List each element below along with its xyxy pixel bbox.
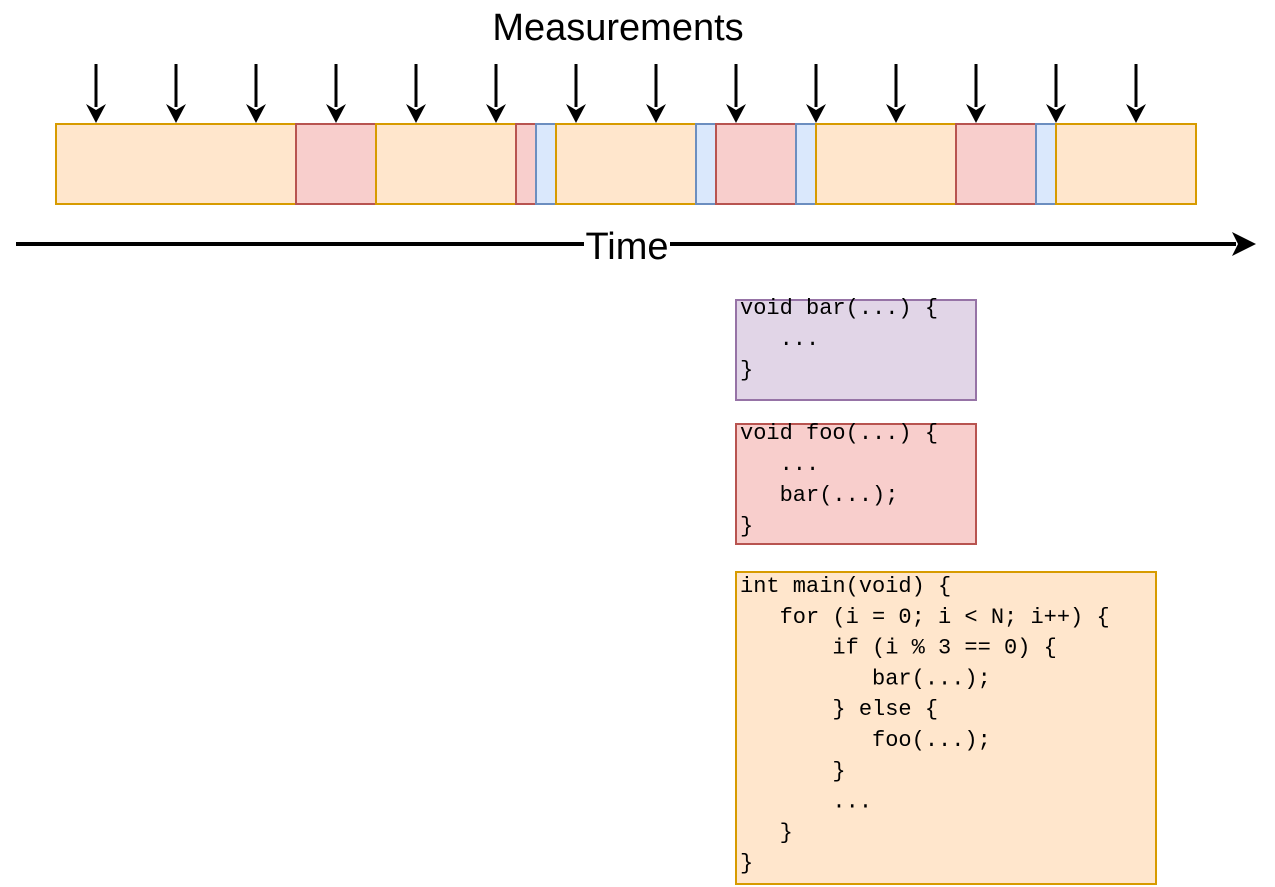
code-line: void foo(...) { xyxy=(740,421,938,446)
code-line: void bar(...) { xyxy=(740,296,938,321)
timeline-segment-bar xyxy=(1035,123,1057,205)
timeline-segment-foo xyxy=(715,123,797,205)
measurement-arrow xyxy=(406,64,426,123)
code-line: bar(...); xyxy=(740,483,898,508)
measurements-title: Measurements xyxy=(492,7,743,49)
code-block-foo: void foo(...) { ... bar(...);} xyxy=(735,421,977,545)
measurement-arrow xyxy=(566,64,586,123)
code-line: } xyxy=(740,358,753,383)
timeline-segment-foo xyxy=(295,123,377,205)
timeline-segment-bar xyxy=(535,123,557,205)
code-block-bar-box xyxy=(735,299,977,401)
measurement-arrowhead xyxy=(726,104,746,123)
measurement-arrowhead xyxy=(1046,104,1066,123)
timeline-segment-main xyxy=(375,123,517,205)
measurement-arrow xyxy=(326,64,346,123)
measurement-arrow xyxy=(886,64,906,123)
code-line: for (i = 0; i < N; i++) { xyxy=(740,605,1110,630)
code-block-main: int main(void) { for (i = 0; i < N; i++)… xyxy=(735,571,1157,885)
code-line: ... xyxy=(740,327,819,352)
measurement-arrowhead xyxy=(886,104,906,123)
measurement-arrowhead xyxy=(246,104,266,123)
timeline-segment-main xyxy=(815,123,957,205)
code-line: bar(...); xyxy=(740,666,991,691)
measurement-arrowhead xyxy=(486,104,506,123)
measurement-arrow xyxy=(1126,64,1146,123)
code-line: if (i % 3 == 0) { xyxy=(740,636,1057,661)
measurement-arrow xyxy=(166,64,186,123)
measurement-arrowhead xyxy=(1126,104,1146,123)
execution-timeline xyxy=(55,123,1197,205)
measurement-arrowhead xyxy=(566,104,586,123)
measurement-arrow xyxy=(486,64,506,123)
timeline-segment-main xyxy=(555,123,697,205)
measurement-arrowhead xyxy=(86,104,106,123)
timeline-segment-main xyxy=(55,123,297,205)
measurement-arrows xyxy=(86,64,1146,123)
timeline-segment-bar xyxy=(795,123,817,205)
measurement-arrowhead xyxy=(966,104,986,123)
measurement-arrow xyxy=(646,64,666,123)
time-axis-arrowhead xyxy=(1232,232,1256,256)
code-block-foo-box xyxy=(735,423,977,545)
code-line: } xyxy=(740,820,793,845)
measurement-arrow xyxy=(246,64,266,123)
timeline-segment-main xyxy=(1055,123,1197,205)
code-block-main-box xyxy=(735,571,1157,885)
measurement-arrow xyxy=(1046,64,1066,123)
measurement-arrow xyxy=(726,64,746,123)
code-block-bar-text: void bar(...) { ...} xyxy=(740,296,938,383)
code-block-main-text: int main(void) { for (i = 0; i < N; i++)… xyxy=(740,574,1110,876)
measurement-arrowhead xyxy=(646,104,666,123)
timeline-segment-foo xyxy=(515,123,537,205)
timeline-segment-foo xyxy=(955,123,1037,205)
code-line: int main(void) { xyxy=(740,574,951,599)
code-line: } xyxy=(740,514,753,539)
code-line: } xyxy=(740,851,753,876)
code-line: ... xyxy=(740,452,819,477)
time-axis: Time xyxy=(16,226,1256,268)
code-line: foo(...); xyxy=(740,728,991,753)
measurement-arrowhead xyxy=(166,104,186,123)
measurement-arrow xyxy=(966,64,986,123)
code-block-foo-text: void foo(...) { ... bar(...);} xyxy=(740,421,938,539)
code-line: ... xyxy=(740,790,872,815)
time-label: Time xyxy=(585,226,668,268)
timeline-segment-bar xyxy=(695,123,717,205)
code-line: } xyxy=(740,759,846,784)
measurement-arrowhead xyxy=(406,104,426,123)
code-line: } else { xyxy=(740,697,938,722)
measurement-arrow xyxy=(86,64,106,123)
measurement-arrowhead xyxy=(326,104,346,123)
code-block-bar: void bar(...) { ...} xyxy=(735,296,977,401)
measurement-arrowhead xyxy=(806,104,826,123)
time-label-background xyxy=(584,226,670,262)
measurement-arrow xyxy=(806,64,826,123)
